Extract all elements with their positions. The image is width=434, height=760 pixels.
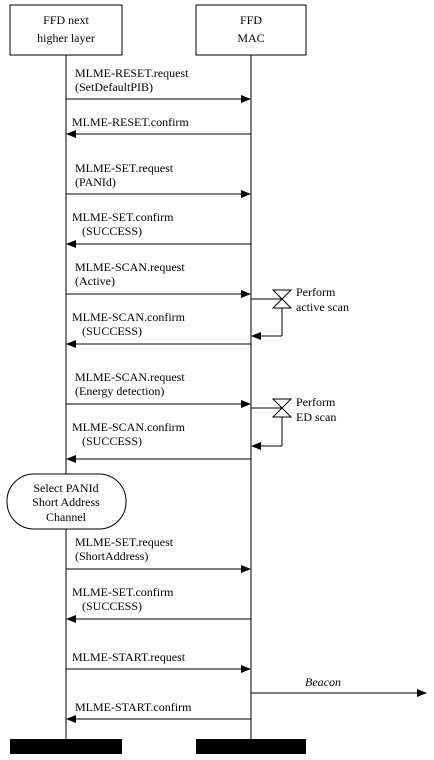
message-label-line2: (SUCCESS) [82,324,142,338]
message-label-line2: (SUCCESS) [82,224,142,238]
message-label-line2: (SUCCESS) [82,599,142,613]
participant-left-line2: higher layer [37,31,95,45]
lifeline-end-left [10,739,122,754]
message-label-line1: MLME-RESET.confirm [72,115,189,129]
participant-left-line1: FFD next [43,13,89,27]
timer-label-line2: ED scan [296,410,336,424]
timer-label-line2: active scan [296,300,349,314]
message-label-line1: MLME-SET.confirm [72,210,174,224]
beacon-label: Beacon [305,675,341,689]
beacon-message: Beacon [251,675,427,697]
message-set-request-panid: MLME-SET.request (PANId) [66,161,251,198]
participant-right: FFD MAC [195,4,307,56]
message-scan-request-ed: MLME-SCAN.request (Energy detection) [66,370,251,408]
message-label-line2: (PANId) [75,175,116,189]
participant-left: FFD next higher layer [9,4,123,56]
message-set-request-shortaddress: MLME-SET.request (ShortAddress) [66,535,251,573]
message-label-line1: MLME-SET.request [75,535,174,549]
message-label-line1: MLME-SCAN.confirm [72,310,186,324]
message-label-line2: (SetDefaultPIB) [75,80,153,94]
message-scan-confirm-active: MLME-SCAN.confirm (SUCCESS) [66,310,251,348]
timer-label-line1: Perform [296,395,336,409]
message-label-line1: MLME-SET.request [75,161,174,175]
timer-label-line1: Perform [296,285,336,299]
message-label-line1: MLME-START.request [72,650,186,664]
lifeline-end-right [196,739,306,754]
message-label-line1: MLME-START.confirm [75,700,192,714]
decision-line2: Short Address [32,495,100,509]
message-label-line2: (ShortAddress) [75,549,148,563]
message-label-line2: (Active) [75,274,115,288]
participant-right-line1: FFD [240,13,262,27]
message-set-confirm-2: MLME-SET.confirm (SUCCESS) [66,585,251,623]
message-scan-confirm-ed: MLME-SCAN.confirm (SUCCESS) [66,420,251,463]
decision-line1: Select PANId [33,481,98,495]
message-label-line1: MLME-SET.confirm [72,585,174,599]
timer-ed-scan: Perform ED scan [251,395,336,450]
message-reset-confirm: MLME-RESET.confirm [66,115,251,138]
participant-right-line2: MAC [237,31,264,45]
message-set-confirm: MLME-SET.confirm (SUCCESS) [66,210,251,248]
message-label-line1: MLME-RESET.request [75,66,189,80]
decision-box: Select PANId Short Address Channel [6,473,127,530]
message-label-line1: MLME-SCAN.request [75,370,185,384]
message-start-confirm: MLME-START.confirm [66,700,251,723]
message-scan-request-active: MLME-SCAN.request (Active) [66,260,251,298]
message-start-request: MLME-START.request [66,650,251,673]
message-reset-request: MLME-RESET.request (SetDefaultPIB) [66,66,251,103]
timer-active-scan: Perform active scan [251,285,349,340]
message-label-line2: (Energy detection) [75,384,164,398]
message-label-line1: MLME-SCAN.request [75,260,185,274]
decision-line3: Channel [46,510,87,524]
message-label-line1: MLME-SCAN.confirm [72,420,186,434]
message-label-line2: (SUCCESS) [82,434,142,448]
